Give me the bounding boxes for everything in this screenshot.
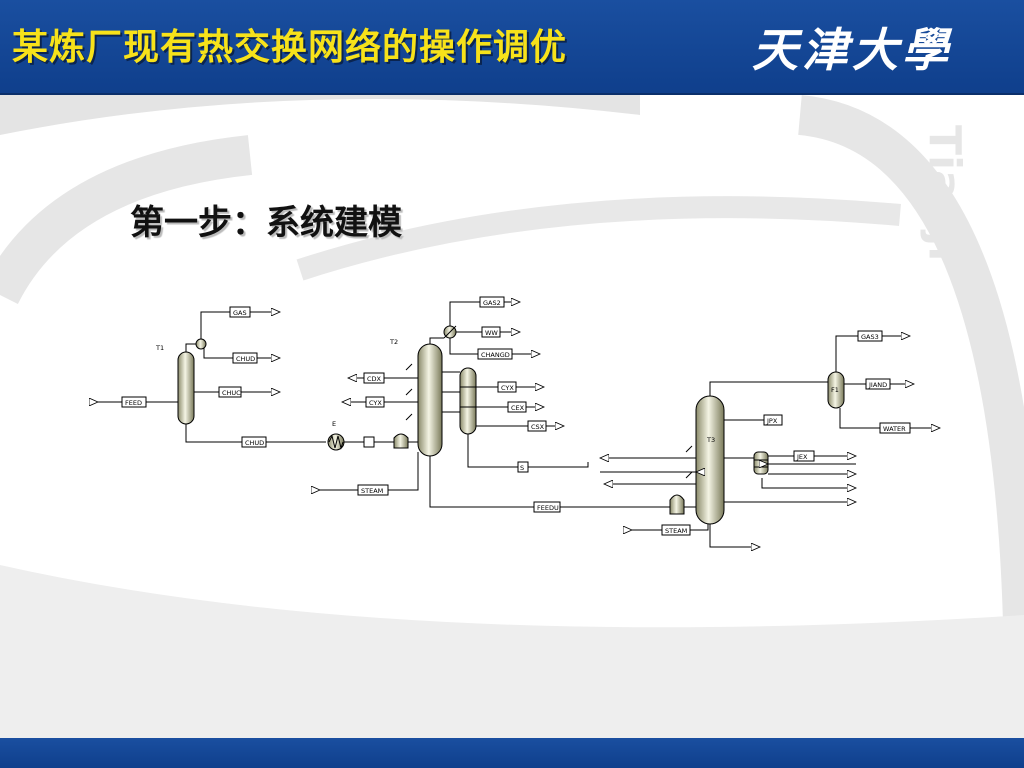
block-label-t3: T3: [706, 436, 715, 444]
stream-tag-steam2: [661, 524, 691, 536]
stream-label-s1: S: [520, 464, 524, 472]
stream-label-chud1: CHUD: [236, 355, 255, 363]
flash-drum-1[interactable]: [393, 433, 409, 449]
stream-tag-gas: [229, 306, 251, 318]
stream-tag-feed: [121, 396, 147, 408]
watermark-text: Tianji: [919, 125, 970, 261]
header-bar: 某炼厂现有热交换网络的操作调优 天津大學: [0, 0, 1024, 95]
stream-label-jpx: JPX: [766, 417, 778, 425]
background-swoosh: Tianji: [0, 95, 1024, 740]
stream-tag-cex: [507, 401, 527, 413]
flash-drum-2[interactable]: [669, 494, 685, 515]
stream-tag-chud1: [232, 352, 258, 364]
side-stripper-t3[interactable]: [753, 451, 769, 475]
process-flow-diagram: T1 FEED GAS CHUD CHUC CHUD E: [88, 296, 948, 562]
stream-tag-jex: [793, 450, 815, 462]
stream-label-feedu: FEEDU: [537, 504, 559, 512]
stream-label-jiand: JIAND: [868, 381, 887, 389]
column-t1[interactable]: T1: [155, 344, 195, 425]
stream-label-cdx: CDX: [367, 375, 382, 383]
stream-label-gas2: GAS2: [483, 299, 501, 307]
stream-tag-jpx: [763, 414, 783, 426]
step-heading: 第一步：系统建模: [130, 203, 402, 243]
stream-label-ww: WW: [485, 329, 498, 337]
mixer-box[interactable]: [363, 436, 375, 448]
stream-tag-csx: [527, 420, 547, 432]
stream-label-gas3: GAS3: [861, 333, 879, 341]
stream-label-chuc: CHUC: [222, 389, 241, 397]
stream-tag-s1: [517, 461, 529, 473]
block-label-e: E: [332, 420, 336, 428]
block-label-t2: T2: [389, 338, 398, 346]
heat-exchanger-e[interactable]: E: [327, 420, 345, 451]
stream-tag-chud2: [241, 436, 267, 448]
stream-label-cyx1: CYX: [369, 399, 382, 407]
drum-f1[interactable]: F1: [827, 371, 845, 409]
stream-label-csx: CSX: [531, 423, 545, 431]
footer-bar: [0, 738, 1024, 768]
stream-tag-chuc: [218, 386, 242, 398]
stream-label-gas: GAS: [233, 309, 247, 317]
block-label-f1: F1: [831, 386, 839, 394]
stream-tag-feedu: [533, 501, 561, 513]
stream-tag-steam1: [357, 484, 389, 496]
slide-title: 某炼厂现有热交换网络的操作调优: [12, 26, 568, 68]
stream-label-changd: CHANGD: [481, 351, 510, 359]
stream-label-water: WATER: [883, 425, 906, 433]
stream-label-steam2: STEAM: [665, 527, 687, 535]
stream-tag-changd: [477, 348, 513, 360]
block-label-t1: T1: [155, 344, 164, 352]
stream-label-steam1: STEAM: [361, 487, 383, 495]
stream-tag-cyx2: [497, 381, 517, 393]
stream-tag-cdx: [363, 372, 385, 384]
stream-tag-cyx1: [365, 396, 385, 408]
stream-label-jex: JEX: [796, 453, 808, 461]
stream-tag-gas3: [857, 330, 883, 342]
stream-label-feed: FEED: [125, 399, 142, 407]
stream-tag-jiand: [865, 378, 891, 390]
stream-tag-gas2: [479, 296, 505, 308]
side-stripper[interactable]: [442, 367, 477, 435]
condenser-t1[interactable]: [195, 338, 207, 350]
stream-label-chud2: CHUD: [245, 439, 264, 447]
stream-tag-ww: [481, 326, 501, 338]
column-t3[interactable]: T3: [695, 395, 725, 525]
university-logo: 天津大學: [752, 23, 952, 77]
stream-label-cex: CEX: [511, 404, 525, 412]
stream-label-cyx2: CYX: [501, 384, 514, 392]
stream-tag-water: [879, 422, 911, 434]
